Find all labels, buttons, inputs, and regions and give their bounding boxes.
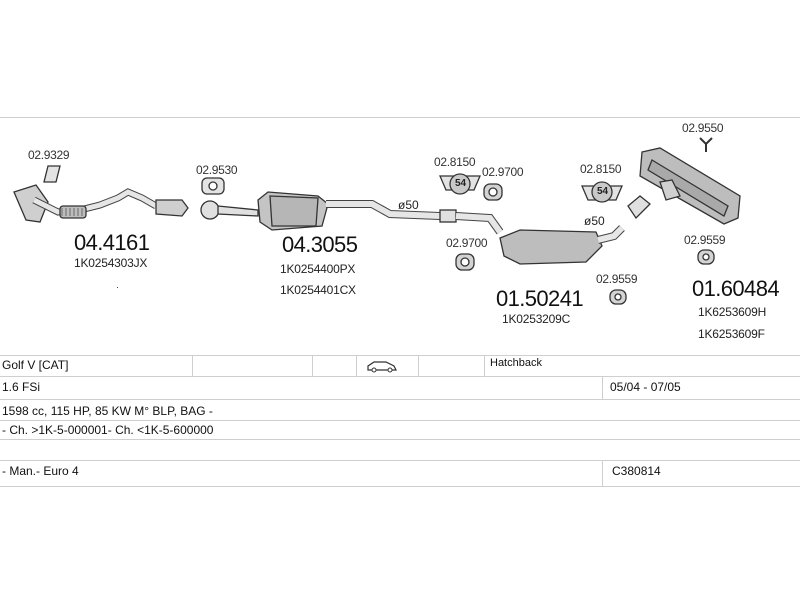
centre-silencer-drawing xyxy=(439,209,625,265)
rubber-mount-icon xyxy=(483,183,503,201)
part-number[interactable]: 01.50241 xyxy=(496,286,584,311)
oe-number: 1K0254400PX xyxy=(280,262,356,276)
accessory-number[interactable]: 02.8150 xyxy=(580,162,622,176)
engine: 1.6 FSi xyxy=(2,380,41,394)
part-number[interactable]: 01.60484 xyxy=(692,276,780,301)
catalyst-drawing xyxy=(200,191,441,231)
part-number[interactable]: 04.3055 xyxy=(282,232,358,257)
accessory-number[interactable]: 02.9700 xyxy=(446,236,488,250)
oe-number: 1K6253609H xyxy=(698,305,767,319)
hanger-icon xyxy=(699,137,713,152)
divider xyxy=(0,486,800,487)
divider xyxy=(0,439,800,440)
oe-number: 1K0254401CX xyxy=(280,283,356,297)
chassis-range: - Ch. >1K-5-000001- Ch. <1K-5-600000 xyxy=(2,423,214,437)
divider xyxy=(484,355,485,376)
divider xyxy=(0,399,800,400)
rubber-mount-icon xyxy=(455,253,475,271)
production-years: 05/04 - 07/05 xyxy=(610,380,681,394)
car-icon xyxy=(367,361,397,373)
accessory-number[interactable]: 02.9329 xyxy=(28,148,70,162)
body-type: Hatchback xyxy=(490,357,542,369)
pipe-diameter-label: ø50 xyxy=(584,214,605,228)
vehicle-model: Golf V [CAT] xyxy=(2,358,69,372)
divider xyxy=(312,355,313,376)
rubber-mount-icon xyxy=(697,249,715,265)
divider xyxy=(602,460,603,486)
engine-spec: 1598 cc, 115 HP, 85 KW M° BLP, BAG - xyxy=(2,404,213,418)
divider xyxy=(192,355,193,376)
accessory-number[interactable]: 02.9559 xyxy=(596,272,638,286)
divider xyxy=(418,355,419,376)
accessory-number[interactable]: 02.9530 xyxy=(196,163,238,177)
accessory-number[interactable]: 02.9700 xyxy=(482,165,524,179)
rear-silencer-drawing xyxy=(627,147,741,225)
accessory-number[interactable]: 02.8150 xyxy=(434,155,476,169)
system-code: C380814 xyxy=(612,464,661,478)
clamp-icon xyxy=(439,173,481,195)
divider xyxy=(0,355,800,356)
gasket-icon xyxy=(201,177,225,195)
divider xyxy=(356,355,357,376)
accessory-number[interactable]: 02.9550 xyxy=(682,121,724,135)
pipe-diameter-label: ø50 xyxy=(398,198,419,212)
divider xyxy=(0,376,800,377)
part-number[interactable]: 04.4161 xyxy=(74,230,150,255)
gearbox-emission: - Man.- Euro 4 xyxy=(2,464,79,478)
divider xyxy=(0,460,800,461)
oe-number: 1K0253209C xyxy=(502,312,571,326)
divider xyxy=(0,117,800,118)
clamp-icon xyxy=(581,181,623,203)
divider xyxy=(0,420,800,421)
rubber-mount-icon xyxy=(609,289,627,305)
gasket-icon xyxy=(43,165,61,183)
marker-dot: · xyxy=(116,282,119,292)
accessory-number[interactable]: 02.9559 xyxy=(684,233,726,247)
front-pipe-drawing xyxy=(13,184,189,223)
oe-number: 1K0254303JX xyxy=(74,256,148,270)
clamp-size-label: 54 xyxy=(455,178,467,189)
clamp-size-label: 54 xyxy=(597,186,609,197)
oe-number: 1K6253609F xyxy=(698,327,765,341)
divider xyxy=(602,376,603,399)
